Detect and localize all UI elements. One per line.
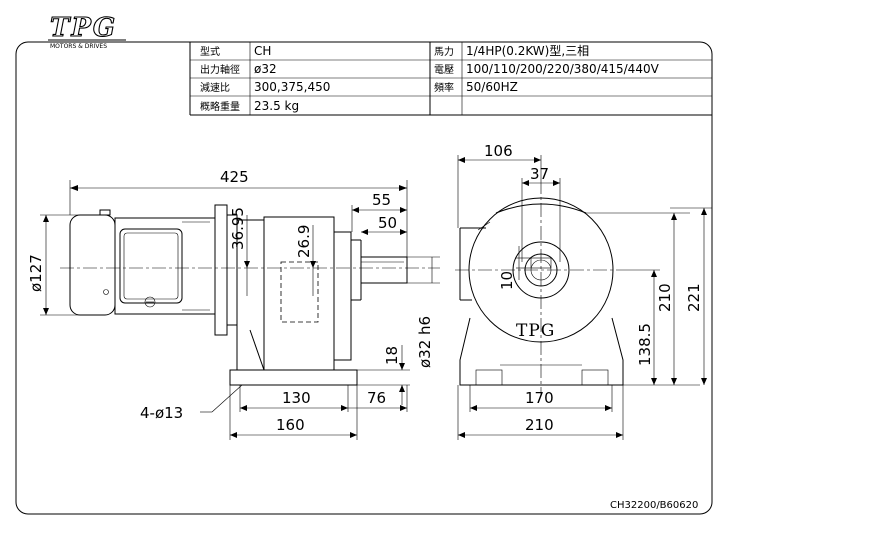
spec-label-frequency: 頻率: [434, 81, 454, 94]
dim-side-221: 221: [685, 283, 703, 312]
housing-logo: TPG: [516, 321, 555, 341]
dim-height-36-95: 36.95: [229, 207, 247, 250]
dim-side-170: 170: [525, 389, 554, 407]
motor-body: [114, 217, 216, 315]
spec-label-shaft: 出力軸徑: [200, 63, 240, 76]
spec-value-ratio: 300,375,450: [254, 80, 330, 94]
dim-shaft-50: 50: [378, 214, 397, 232]
spec-value-type: CH: [254, 44, 271, 58]
spec-label-voltage: 電壓: [434, 64, 454, 76]
gearbox-foot: [229, 369, 358, 386]
dim-shaft-diameter: ø32 h6: [416, 316, 434, 368]
spec-value-weight: 23.5 kg: [254, 99, 299, 113]
motor-end-cap: [69, 214, 116, 316]
drawing-number: CH32200/B60620: [610, 500, 698, 511]
spec-label-ratio: 減速比: [200, 81, 230, 94]
dim-side-210-vertical: 210: [656, 283, 674, 312]
spec-label-power: 馬力: [434, 45, 454, 58]
dim-shaft-55: 55: [372, 191, 391, 209]
dim-side-210-horizontal: 210: [525, 416, 554, 434]
sheet-frame: [15, 41, 713, 515]
dim-height-26-9: 26.9: [295, 225, 313, 258]
dim-side-37: 37: [530, 165, 549, 183]
logo-text: TPG: [50, 13, 117, 43]
front-dimensions: 425 55 50 36.95 26.9 ø127 ø32 h6: [27, 168, 440, 440]
spec-label-type: 型式: [200, 45, 220, 58]
side-view: TPG: [455, 180, 630, 395]
spec-value-shaft: ø32: [254, 62, 277, 76]
dim-foot-130: 130: [282, 389, 311, 407]
dim-motor-diameter: ø127: [27, 254, 45, 292]
dim-side-138-5: 138.5: [636, 323, 654, 366]
dim-overall-length: 425: [220, 168, 249, 186]
dim-foot-76: 76: [367, 389, 386, 407]
motor-flange: [214, 204, 228, 336]
spec-value-voltage: 100/110/200/220/380/415/440V: [466, 62, 660, 76]
terminal-box: [119, 228, 183, 304]
tpg-logo: TPG MOTORS & DRIVES: [48, 12, 126, 50]
dim-foot-160: 160: [276, 416, 305, 434]
dim-side-106: 106: [484, 142, 513, 160]
spec-value-frequency: 50/60HZ: [466, 80, 518, 94]
spec-table: 型式 CH 馬力 1/4HP(0.2KW)型,三相 出力軸徑 ø32 電壓 10…: [189, 42, 712, 116]
ground-symbol: [144, 296, 156, 308]
side-dimensions: 106 37 10 138.5 210 221: [457, 142, 712, 440]
output-shaft: [360, 256, 408, 284]
dim-side-10: 10: [498, 271, 516, 290]
spec-label-weight: 概略重量: [200, 100, 240, 113]
spec-value-power: 1/4HP(0.2KW)型,三相: [466, 44, 589, 58]
logo-subtitle: MOTORS & DRIVES: [50, 43, 107, 50]
dim-holes: 4-ø13: [140, 404, 183, 422]
dim-foot-18: 18: [383, 346, 401, 365]
